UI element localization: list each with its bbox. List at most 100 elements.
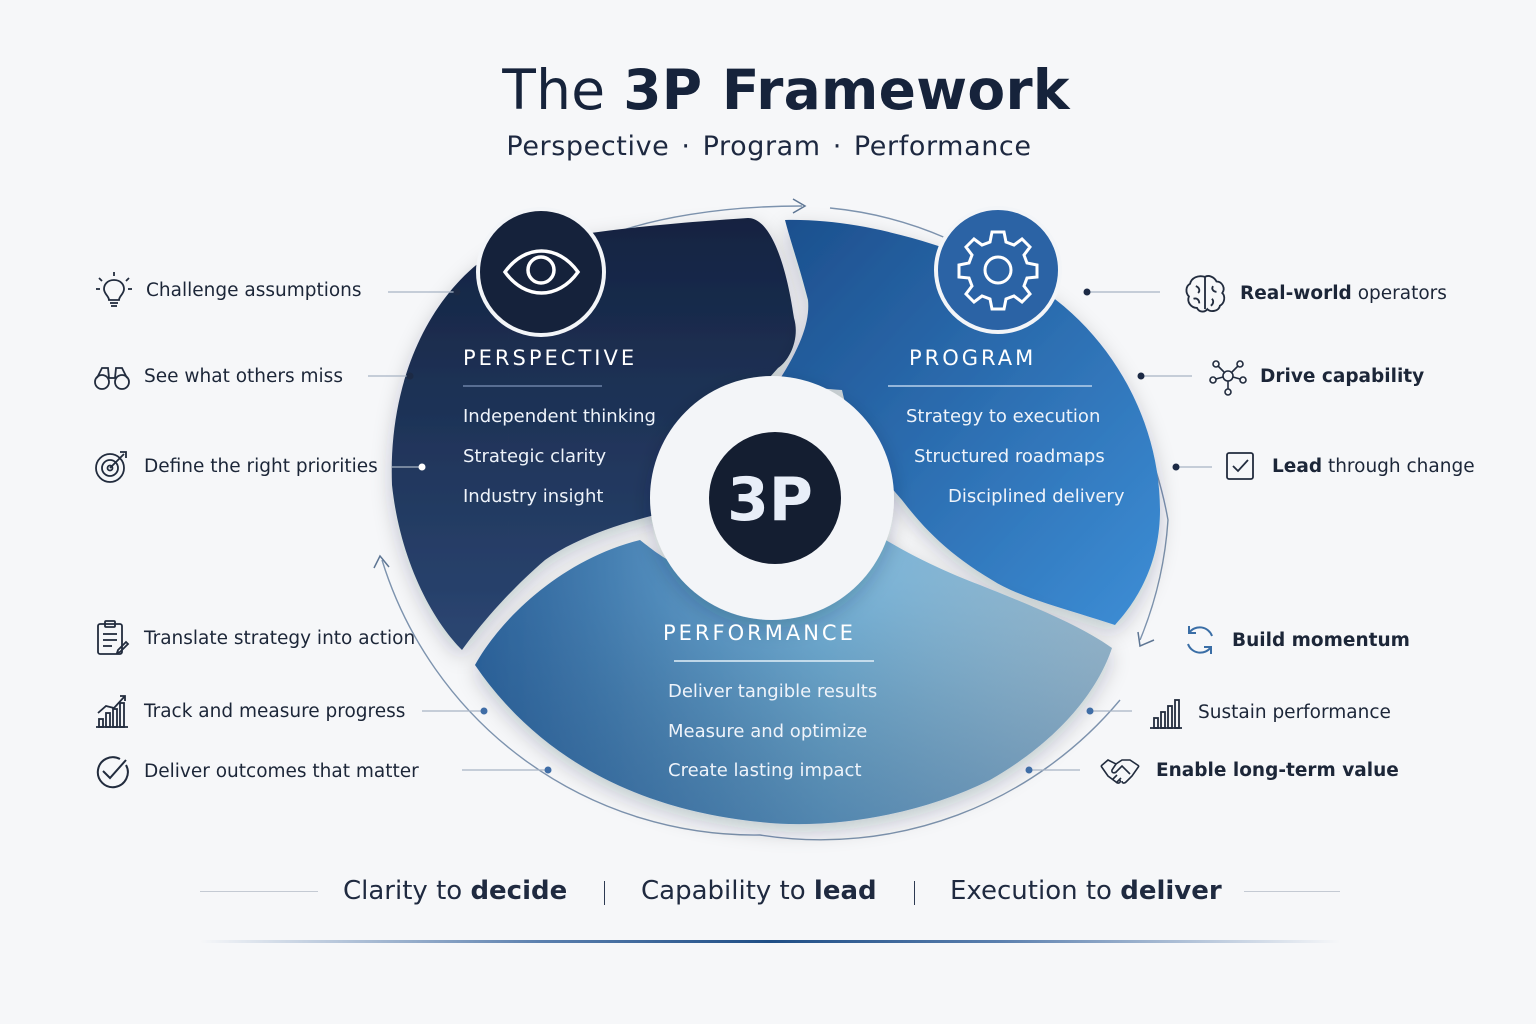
center-logo-text: 3P xyxy=(727,465,813,535)
connector-dot xyxy=(1086,707,1094,715)
left-item-see-what-others-miss: See what others miss xyxy=(92,356,343,396)
bar-chart-icon xyxy=(96,695,128,728)
subtitle-perspective: Perspective xyxy=(506,131,670,162)
connector-dot xyxy=(1025,766,1033,774)
clipboard-icon xyxy=(97,620,130,655)
footer-capability: Capability to lead xyxy=(641,876,877,906)
program-line-1: Strategy to execution xyxy=(906,406,1100,427)
subtitle-dot: · xyxy=(681,131,691,162)
binoculars-icon xyxy=(94,367,130,390)
footer-rule-right xyxy=(1244,891,1340,892)
footer-glow-line xyxy=(200,940,1340,943)
footer-plain: Execution to xyxy=(950,876,1121,906)
left-item-label: Translate strategy into action xyxy=(144,627,416,649)
right-connectors xyxy=(1030,291,1212,771)
performance-line-3: Create lasting impact xyxy=(668,760,862,781)
right-item-drive-capability: Drive capability xyxy=(1208,356,1424,396)
footer-plain: Capability to xyxy=(641,876,814,906)
connector-dot xyxy=(1083,288,1091,296)
program-line-2: Structured roadmaps xyxy=(914,446,1105,467)
perspective-line-2: Strategic clarity xyxy=(463,446,606,467)
right-item-bold: Drive capability xyxy=(1260,365,1425,387)
perspective-line-3: Industry insight xyxy=(463,486,603,507)
footer-rule-left xyxy=(200,891,318,892)
right-item-label: Lead through change xyxy=(1272,456,1475,477)
right-item-real-world-operators: Real-world operators xyxy=(1182,270,1447,316)
ring-arrow-top xyxy=(792,198,807,214)
checkmark-icon xyxy=(96,756,129,789)
refresh-icon xyxy=(1187,626,1213,654)
left-item-label: Define the right priorities xyxy=(144,455,378,477)
left-item-define-priorities: Define the right priorities xyxy=(92,446,378,486)
checkbox-icon xyxy=(1226,452,1254,480)
connector-dot xyxy=(480,707,488,715)
performance-line-1: Deliver tangible results xyxy=(668,681,877,702)
segment-program xyxy=(778,219,1160,625)
right-item-lead-through-change: Lead through change xyxy=(1220,446,1475,486)
segment-perspective xyxy=(391,218,796,650)
left-item-label: See what others miss xyxy=(144,365,343,387)
connector-dot xyxy=(544,766,552,774)
right-item-rest: Sustain performance xyxy=(1198,701,1391,723)
handshake-icon xyxy=(1100,759,1140,784)
right-item-label: Build momentum xyxy=(1232,630,1410,651)
footer-bold: lead xyxy=(813,876,877,906)
subtitle-dot: · xyxy=(832,131,842,162)
footer-clarity: Clarity to decide xyxy=(343,876,567,906)
right-item-bold: Lead xyxy=(1272,455,1323,477)
right-item-label: Sustain performance xyxy=(1198,702,1391,723)
connector-dot xyxy=(418,463,426,471)
right-item-bold: Real-world xyxy=(1240,282,1352,304)
footer-bold: deliver xyxy=(1120,876,1222,906)
right-item-bold: Enable long-term value xyxy=(1156,759,1399,781)
ring-arc-bottom xyxy=(381,559,1121,841)
connector-dot xyxy=(1172,463,1180,471)
footer-separator xyxy=(604,881,605,905)
footer-tagline: Clarity to decide Capability to lead Exe… xyxy=(0,872,1536,912)
left-item-translate-strategy: Translate strategy into action xyxy=(92,618,415,658)
perspective-badge xyxy=(476,207,606,337)
program-line-3: Disciplined delivery xyxy=(948,486,1125,507)
right-item-label: Drive capability xyxy=(1260,366,1424,387)
left-item-deliver-outcomes: Deliver outcomes that matter xyxy=(92,751,419,791)
left-item-label: Track and measure progress xyxy=(144,700,406,722)
bar-chart-icon xyxy=(1150,699,1182,729)
right-item-build-momentum: Build momentum xyxy=(1180,620,1410,660)
gear-icon xyxy=(957,230,1039,311)
target-icon xyxy=(95,451,127,483)
performance-line-2: Measure and optimize xyxy=(668,721,867,742)
page-title: The 3P Framework xyxy=(0,58,1536,122)
program-badge xyxy=(934,206,1062,334)
right-item-label: Real-world operators xyxy=(1240,283,1447,304)
program-title: PROGRAM xyxy=(909,346,1036,370)
title-prefix: The xyxy=(502,58,624,122)
footer-plain: Clarity to xyxy=(343,876,471,906)
right-item-sustain-performance: Sustain performance xyxy=(1146,692,1391,732)
perspective-line-1: Independent thinking xyxy=(463,406,656,427)
network-icon xyxy=(1209,360,1247,396)
footer-bold: decide xyxy=(470,876,568,906)
connector-dot xyxy=(406,372,414,380)
title-bold: 3P Framework xyxy=(623,58,1070,122)
left-connectors xyxy=(368,291,546,771)
left-item-label: Deliver outcomes that matter xyxy=(144,760,419,782)
footer-execution: Execution to deliver xyxy=(950,876,1222,906)
right-item-bold: Build momentum xyxy=(1232,629,1410,651)
perspective-title: PERSPECTIVE xyxy=(463,346,637,370)
right-item-rest: operators xyxy=(1351,282,1447,304)
subtitle-program: Program xyxy=(702,131,821,162)
right-item-enable-long-term-value: Enable long-term value xyxy=(1096,750,1399,790)
connector-dot xyxy=(453,288,461,296)
subtitle-performance: Performance xyxy=(853,131,1032,162)
ring-arrow-right xyxy=(1137,631,1155,648)
brain-icon xyxy=(1185,275,1226,313)
right-item-label: Enable long-term value xyxy=(1156,760,1399,781)
left-item-label: Challenge assumptions xyxy=(146,279,362,301)
left-item-track-progress: Track and measure progress xyxy=(92,691,405,731)
connector-dot xyxy=(1137,372,1145,380)
eye-icon xyxy=(502,249,581,295)
footer-separator xyxy=(914,881,915,905)
lightbulb-icon xyxy=(96,272,132,307)
right-item-rest: through change xyxy=(1322,455,1475,477)
